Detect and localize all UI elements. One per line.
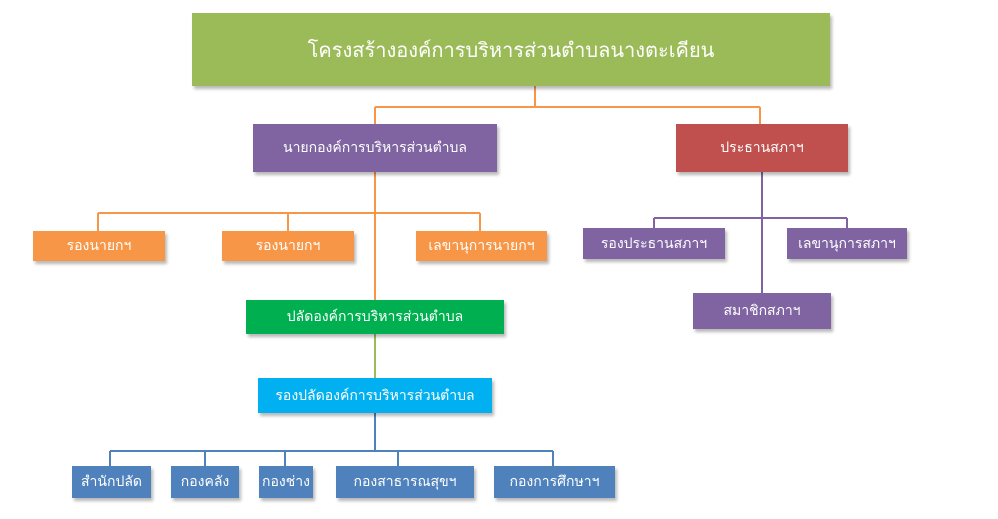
council-chair-box: ประธานสภาฯ <box>676 124 848 172</box>
department-box-engineering: กองช่าง <box>259 466 313 498</box>
chief-administrator-box: ปลัดองค์การบริหารส่วนตำบล <box>246 300 504 334</box>
department-box-finance: กองคลัง <box>171 466 239 498</box>
connector-mayor-branches <box>97 172 481 300</box>
mayor-box: นายกองค์การบริหารส่วนตำบล <box>253 124 497 172</box>
department-box-office-of-chief: สำนักปลัด <box>72 466 151 498</box>
connector-department-branches <box>109 413 554 466</box>
council-member-box: สมาชิกสภาฯ <box>693 293 831 329</box>
deputy-mayor-box-1: รองนายกฯ <box>33 231 165 261</box>
connector-title-branches <box>374 86 761 124</box>
mayor-secretary-box: เลขานุการนายกฯ <box>416 231 547 261</box>
council-vice-chair-box: รองประธานสภาฯ <box>583 228 725 259</box>
deputy-mayor-box-2: รองนายกฯ <box>222 231 354 261</box>
organization-title-box: โครงสร้างองค์การบริหารส่วนตำบลนางตะเคียน <box>192 13 830 86</box>
council-secretary-box: เลขานุการสภาฯ <box>787 228 907 259</box>
department-box-public-health: กองสาธารณสุขฯ <box>336 466 474 498</box>
department-box-education: กองการศึกษาฯ <box>494 466 615 498</box>
connector-council-branches <box>653 172 848 293</box>
deputy-chief-administrator-box: รองปลัดองค์การบริหารส่วนตำบล <box>258 378 492 413</box>
